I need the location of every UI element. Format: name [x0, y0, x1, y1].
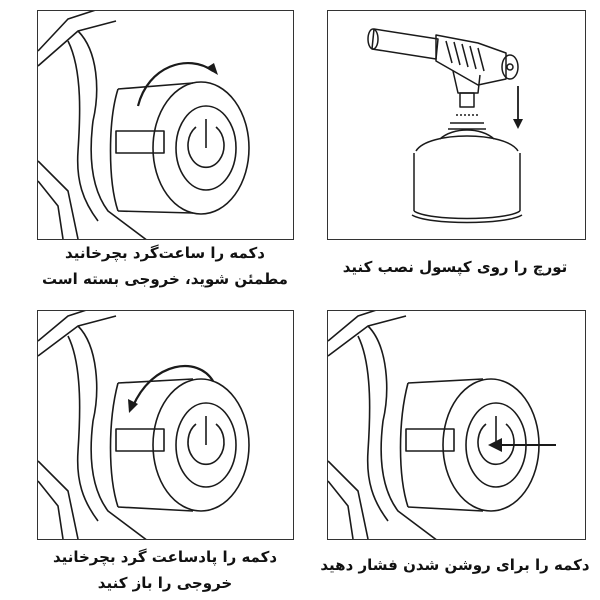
clockwise-illustration: [38, 11, 250, 239]
knob-top: [407, 378, 484, 384]
counterclockwise-arrow-icon: [128, 364, 214, 413]
knob-face-inner: [175, 105, 237, 191]
caption-line: تورچ را روی کپسول نصب کنید: [342, 258, 568, 276]
grip-lines: [445, 40, 485, 72]
torch-connector: [452, 70, 481, 94]
body-curve: [67, 40, 99, 222]
knob-face: [152, 378, 250, 512]
body-curve: [67, 335, 99, 522]
canister-neck: [439, 129, 495, 140]
knob-bottom: [407, 506, 484, 512]
caption-line: مطمئن شوید، خروجی بسته است: [42, 270, 288, 288]
step-clockwise-panel: [37, 10, 294, 240]
knob-small-center: [506, 63, 514, 71]
body-curve: [367, 325, 437, 539]
body-edge: [38, 20, 117, 67]
knob-top: [117, 82, 194, 90]
knob-top: [117, 378, 194, 384]
step-press-caption: دکمه را برای روشن شدن فشار دهید: [320, 552, 590, 578]
mount-illustration: [367, 28, 523, 224]
step-press-panel: [327, 310, 586, 540]
power-icon: [187, 423, 225, 466]
valve-connector: [459, 92, 475, 108]
nozzle-tip: [367, 28, 379, 50]
canister-rim: [411, 214, 523, 224]
caption-line: دکمه را برای روشن شدن فشار دهید: [320, 556, 590, 574]
knob-face-inner: [175, 402, 237, 488]
body-edge: [328, 311, 376, 342]
down-arrow-icon: [513, 86, 523, 129]
power-icon: [477, 423, 515, 466]
press-arrow-icon: [488, 438, 556, 452]
knob-face: [152, 81, 250, 215]
press-illustration: [328, 311, 556, 539]
knob-left: [399, 382, 409, 508]
power-icon: [187, 126, 225, 169]
body-edge: [38, 160, 79, 239]
body-edge: [38, 11, 96, 52]
knob-stem: [115, 130, 165, 154]
body-edge: [38, 180, 64, 239]
body-curve: [77, 30, 147, 239]
torch-head: [435, 34, 507, 86]
knob-small: [501, 54, 519, 80]
step-mount-caption: تورچ را روی کپسول نصب کنید: [320, 254, 590, 280]
knob-bottom: [117, 506, 194, 512]
body-edge: [38, 311, 86, 342]
step-mount-panel: [327, 10, 586, 240]
knob-stem: [405, 428, 455, 452]
canister-bottom: [413, 210, 521, 220]
body-edge: [38, 480, 64, 539]
counterclockwise-illustration: [38, 311, 250, 539]
clockwise-arrow-icon: [136, 62, 218, 107]
body-edge: [38, 315, 117, 357]
step-clockwise-caption: دکمه را ساعت‌گرد بچرخانید مطمئن شوید، خر…: [30, 240, 300, 292]
body-edge: [328, 480, 354, 539]
step-counterclockwise-panel: [37, 310, 294, 540]
knob-left: [109, 88, 119, 212]
canister-shoulder: [415, 135, 519, 152]
knob-stem: [115, 428, 165, 452]
caption-line: دکمه را ساعت‌گرد بچرخانید: [65, 244, 265, 262]
step-counterclockwise-caption: دکمه را پادساعت گرد بچرخانید خروجی را با…: [30, 544, 300, 596]
body-curve: [357, 335, 389, 522]
torch-nozzle: [371, 28, 439, 60]
knob-bottom: [117, 210, 194, 214]
body-edge: [328, 460, 369, 539]
caption-line: دکمه را پادساعت گرد بچرخانید: [52, 548, 278, 566]
body-edge: [328, 315, 407, 357]
caption-line: خروجی را باز کنید: [97, 574, 233, 592]
body-curve: [77, 325, 147, 539]
body-edge: [38, 460, 79, 539]
knob-left: [109, 382, 119, 508]
